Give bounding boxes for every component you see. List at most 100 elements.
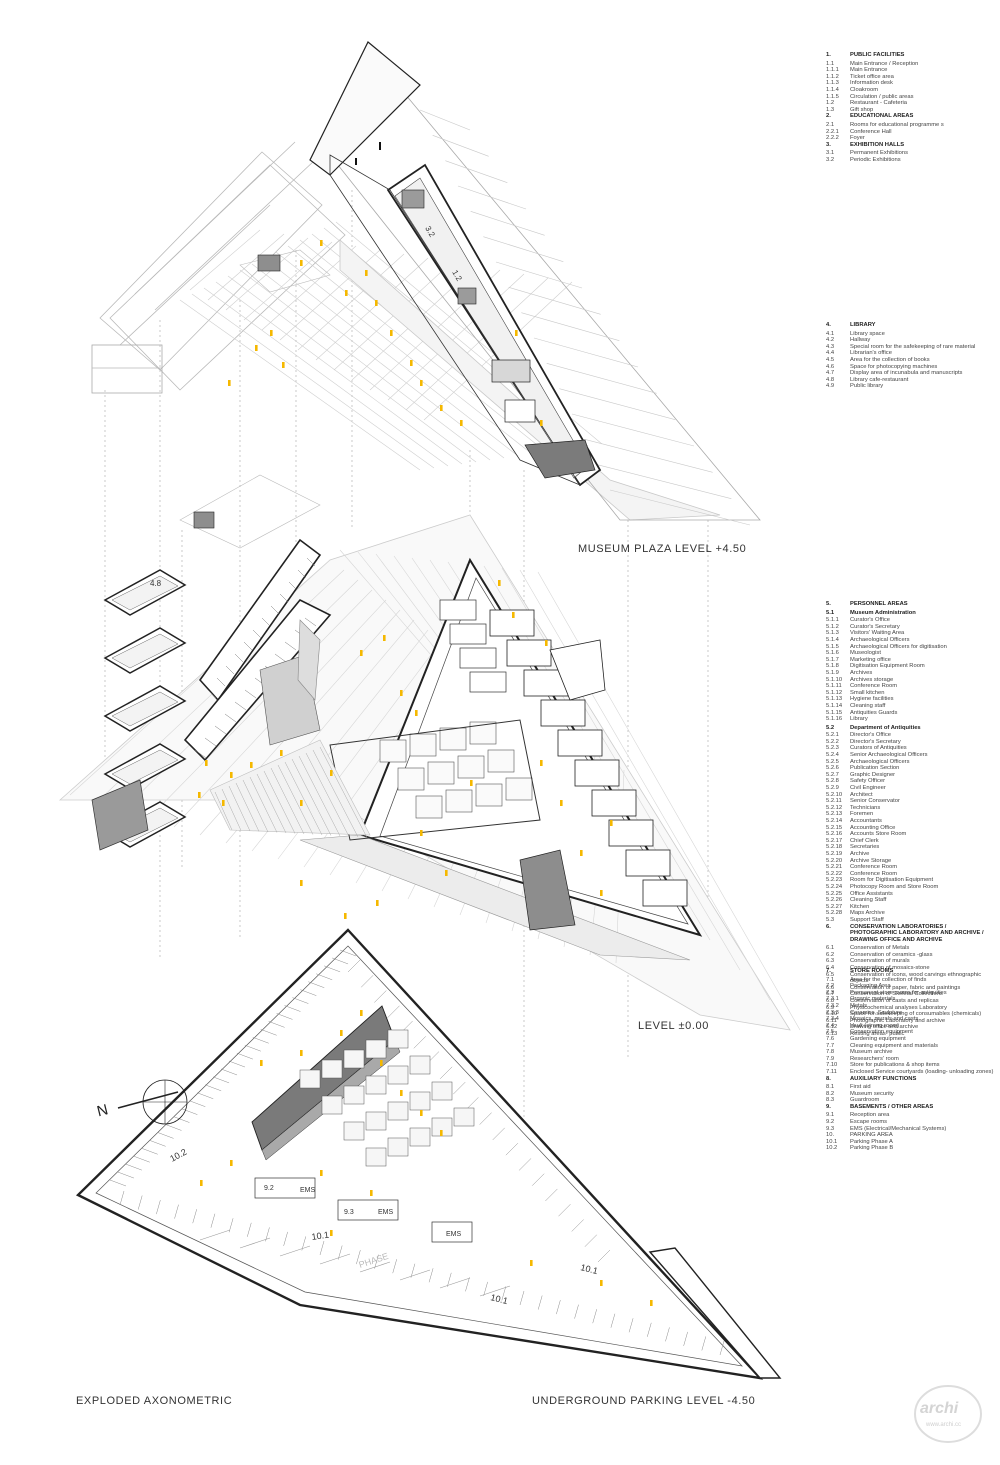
legend-label: Resting areas- public [850,1031,905,1037]
people-markers [198,240,653,1306]
legend-code: 8.2 [826,1090,835,1097]
floating-pavilions [179,249,331,549]
legend-label: PUBLIC FACILITIES [850,52,905,58]
legend-label: Store for publications & shop items [850,1062,940,1069]
legend-label: Small kitchen [850,689,885,696]
legend-code: 5.2.10 [826,791,843,798]
legend-label: Hallway [850,337,871,344]
legend-code: 1.1.3 [826,80,839,87]
legend-row: 3. EXHIBITION HALLS [826,142,994,149]
legend-code: 5.2.21 [826,864,843,871]
legend-code: 5.1.2 [826,623,839,630]
legend-code: 1. [826,52,831,58]
legend-label: Kitchen [850,903,870,910]
legend-code: 6.7 [826,991,835,998]
legend-code: 4.5 [826,356,835,363]
legend-label: Secretaries [850,844,880,851]
legend-label: Metals [850,1002,868,1009]
ground-level-triangle [209,557,703,961]
legend-code: 7.5 [826,1029,835,1036]
legend-label: Conservation equipment [850,1029,913,1036]
legend-label: LIBRARY [850,322,876,328]
legend-label: Area for the collection of books [850,356,930,363]
legend-code: 5.2.2 [826,738,839,745]
legend-code: 5.2 [826,724,835,731]
legend-label: Library space [850,330,885,337]
legend-code: 6. [826,923,831,930]
legend-row: 10.PARKING AREA [826,1132,994,1139]
legend-code: 5.2.18 [826,844,843,851]
legend-row: 7.5 Conservation equipment [826,1029,994,1036]
legend-label: EXHIBITION HALLS [850,141,905,148]
legend-label: Conference Room [850,683,898,690]
legend-row: 5.2.18 Secretaries [826,844,994,851]
legend-code: 1.1 [826,60,835,67]
legend-code: 5.2.27 [826,903,843,910]
legend-label: Conference Hall [850,128,892,135]
legend-label: Marketing office [850,656,891,663]
legend-label: Space for photocopying machines [850,363,938,370]
legend-label: Accounts Store Room [850,831,907,838]
legend-code: 6.3 [826,958,835,965]
legend-label: Periodic Exhibitions [850,156,901,163]
legend-code: 5.2.6 [826,765,839,772]
legend-label: Archives storage [850,676,894,683]
legend-label: Support Staff [850,916,884,923]
legend-code: 7. [826,968,831,974]
legend-label: STORE ROOMS [850,968,894,974]
legend-code: 5.1.3 [826,630,839,637]
legend-code: 5.2.20 [826,857,843,864]
legend-label: Guardroom [850,1097,880,1104]
legend-code: 6.8 [826,998,835,1005]
legend-code: 5.2.26 [826,897,843,904]
legend-code: 7.3.1 [826,996,839,1003]
room-tag-ems-a: EMS [300,1187,316,1194]
legend-code: 3. [826,141,831,148]
legend-label: Conference Room [850,864,898,871]
legend-code: 8.3 [826,1097,835,1104]
legend-label: PARKING AREA [850,1132,893,1139]
legend-code: 5.1.13 [826,696,843,703]
legend-label: Permanent Exhibitions [850,150,908,157]
legend-row: 5.2.6 Publication Section [826,765,994,772]
legend-label: BASEMENTS / OTHER AREAS [850,1103,934,1110]
legend-code: 5.1.5 [826,643,839,650]
legend-code: 7.11 [826,1068,837,1075]
legend-label: Publication Section [850,765,900,772]
